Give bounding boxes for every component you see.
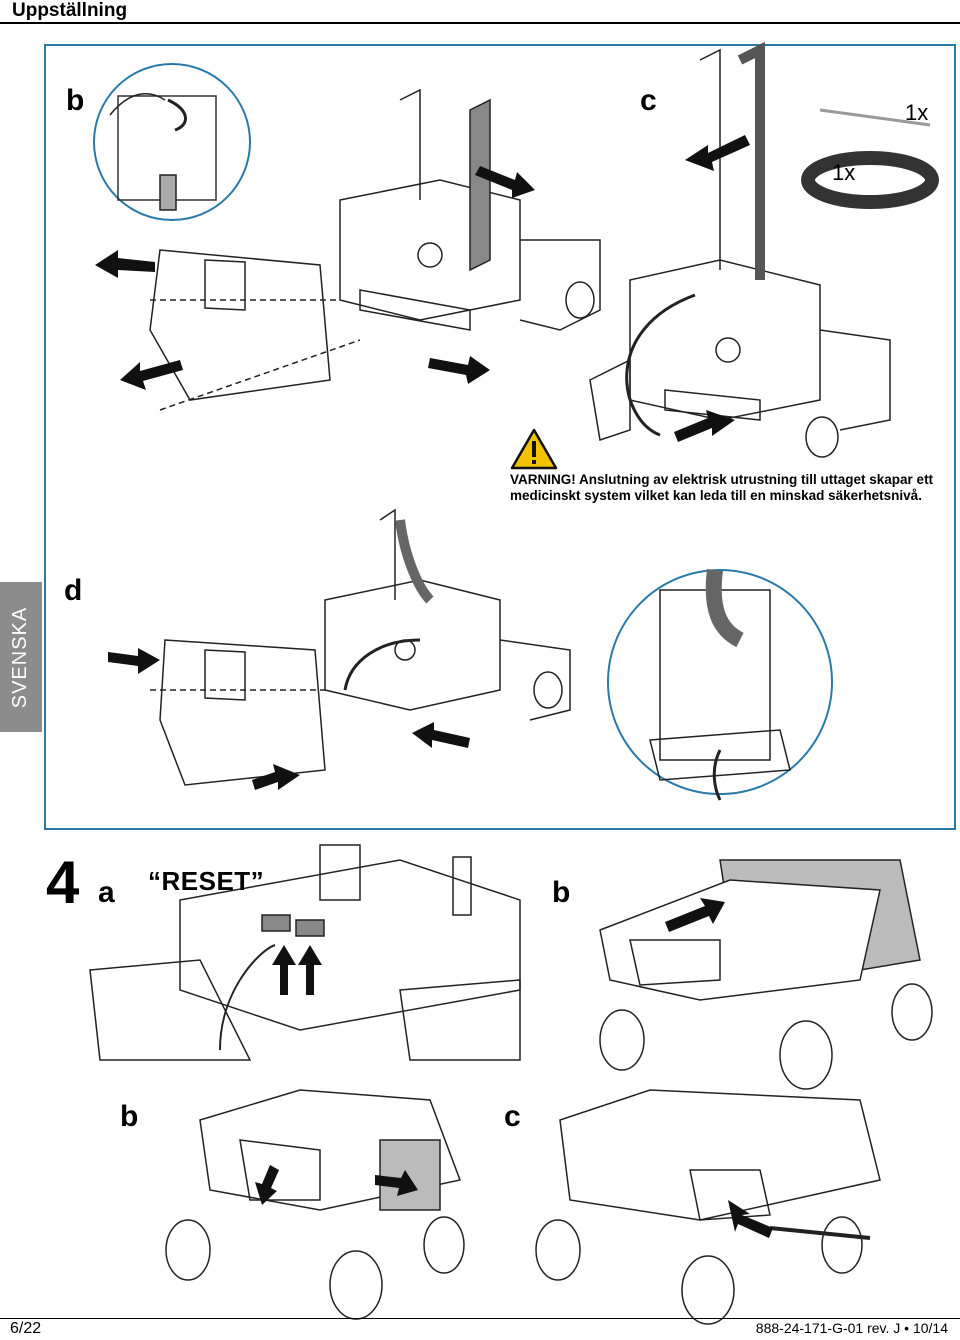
step-4a-label: a [98,876,115,909]
detail-circle-d [607,569,833,801]
step-d-label: d [64,574,83,607]
cart-illustration-b [149,88,601,411]
reset-label: “RESET” [148,866,265,896]
document-number: 888-24-171-G-01 rev. J • 10/14 [755,1320,948,1336]
header-rule [0,22,960,24]
step-b-top-label: b [66,84,85,117]
step-c-top-label: c [640,84,657,117]
step-4b-right-label: b [552,876,571,909]
cart-illustration-4a [89,844,521,1061]
step-4-number: 4 [46,849,80,916]
cart-illustration-4b-right [599,859,933,1090]
loop-quantity: 1x [832,160,856,185]
footer-rule [0,1318,960,1319]
step-4c-label: c [504,1100,521,1133]
arrows-c [674,135,750,442]
cart-illustration-d [150,508,571,786]
arrows-4c [728,1200,773,1238]
detail-circle-b [93,63,251,221]
page-header: Uppställning [0,0,960,24]
step-4b-left-label: b [120,1100,139,1133]
cart-illustration-4c [535,1089,881,1325]
tie-quantity: 1x [905,100,929,125]
arrows-b [95,166,535,390]
instruction-frame [44,44,956,830]
arrows-4b-right [665,898,725,932]
warning-text: VARNING! Anslutning av elektrisk utrustn… [510,472,950,504]
warning-line-2: medicinskt system vilket kan leda till e… [510,488,922,503]
arrows-4a [272,945,322,995]
cart-illustration-c [589,41,939,458]
warning-line-1: VARNING! Anslutning av elektrisk utrustn… [510,472,934,487]
language-side-tab: SVENSKA [0,582,42,732]
arrows-d [108,648,470,790]
warning-icon [510,428,558,470]
cart-illustration-4b-left [165,1089,465,1320]
page-number: 6/22 [10,1320,42,1337]
arrows-4b-left [255,1165,418,1205]
page-title: Uppställning [12,0,128,21]
